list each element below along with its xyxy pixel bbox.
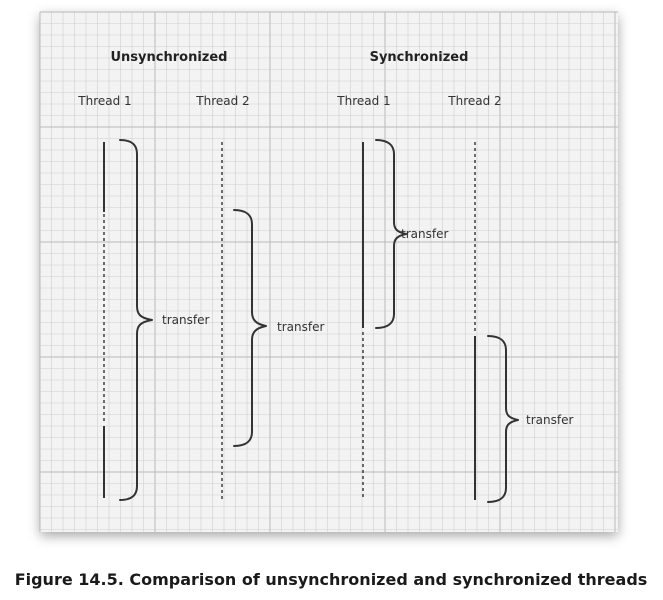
transfer-label-sync-1: transfer (401, 227, 448, 241)
heading-synchronized: Synchronized (370, 50, 469, 65)
brace-sync-thread-1 (375, 139, 407, 329)
heading-unsynchronized: Unsynchronized (111, 50, 228, 65)
thread-label-unsync-2: Thread 2 (195, 94, 249, 108)
grid-paper (39, 11, 618, 532)
brace-sync-thread-2 (487, 335, 519, 503)
transfer-label-sync-2: transfer (526, 413, 573, 427)
thread-label-sync-1: Thread 1 (336, 94, 390, 108)
thread-label-sync-2: Thread 2 (447, 94, 501, 108)
brace-unsync-thread-2 (233, 209, 267, 447)
thread-label-unsync-1: Thread 1 (77, 94, 131, 108)
figure-caption: Figure 14.5. Comparison of unsynchronize… (15, 570, 648, 589)
brace-unsync-thread-1 (119, 139, 153, 501)
transfer-label-unsync-2: transfer (277, 320, 324, 334)
transfer-label-unsync-1: transfer (162, 313, 209, 327)
